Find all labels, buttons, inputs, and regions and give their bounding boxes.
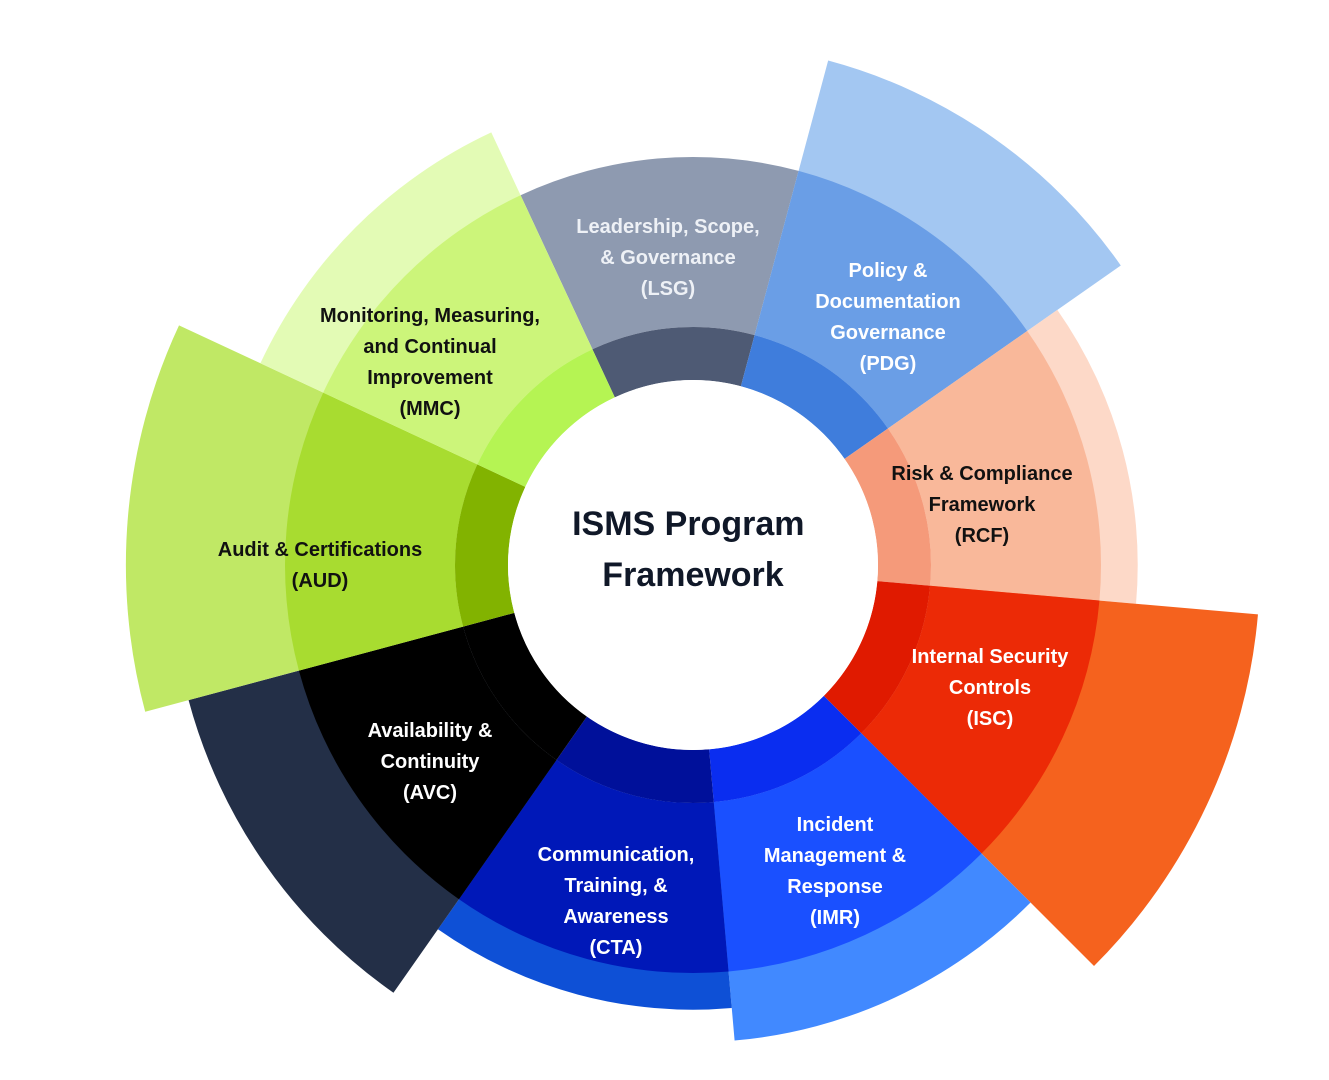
label-aud: Audit & Certifications (AUD) (218, 539, 422, 592)
label-line: Management & (764, 845, 906, 867)
sector-middle-rcf (887, 330, 1101, 601)
sector-middle-lsg (520, 157, 799, 350)
label-line: (MMC) (399, 398, 460, 420)
label-line: (AVC) (403, 782, 457, 804)
sector-inner-rcf (844, 428, 932, 586)
center-circle (508, 380, 878, 750)
sector-middle-pdg (754, 170, 1028, 429)
label-line: Controls (949, 677, 1031, 699)
label-line: Incident (797, 814, 874, 836)
label-line: Audit & Certifications (218, 539, 422, 561)
label-avc: Availability & Continuity (AVC) (368, 720, 493, 804)
label-line: Availability & (368, 720, 493, 742)
sector-middle-cta (458, 759, 729, 973)
center-title-line: Framework (602, 556, 783, 594)
label-line: Monitoring, Measuring, (320, 305, 540, 327)
sector-middle-avc (298, 626, 557, 900)
label-line: Training, & (564, 875, 667, 897)
label-line: (RCF) (955, 525, 1009, 547)
label-line: Internal Security (912, 646, 1070, 668)
sector-inner-cta (556, 716, 714, 803)
label-line: and Continual (363, 336, 496, 358)
label-line: Continuity (381, 751, 481, 773)
sector-inner-lsg (592, 327, 755, 398)
sector-middle-mmc (323, 195, 593, 465)
label-line: (CTA) (590, 937, 643, 959)
label-line: (AUD) (292, 570, 349, 592)
label-line: Communication, (538, 844, 695, 866)
label-line: Risk & Compliance (891, 463, 1072, 485)
sector-middle-imr (713, 733, 982, 972)
label-line: Response (787, 876, 883, 898)
center-title-line: ISMS Program (572, 505, 804, 543)
label-line: Policy & (849, 260, 928, 282)
center-title: ISMS Program Framework (572, 505, 814, 594)
label-line: (PDG) (860, 353, 917, 375)
sector-inner-avc (463, 612, 587, 760)
label-cta: Communication, Training, & Awareness (CTA) (538, 844, 695, 959)
sector-middle-aud (284, 392, 478, 671)
sector-inner-pdg (740, 335, 888, 459)
sector-inner-mmc (477, 349, 615, 487)
label-line: Improvement (367, 367, 493, 389)
label-line: (LSG) (641, 278, 695, 300)
label-line: (IMR) (810, 907, 860, 929)
label-lsg: Leadership, Scope, & Governance (LSG) (576, 216, 759, 300)
label-line: & Governance (600, 247, 736, 269)
sector-inner-imr (709, 695, 862, 803)
sector-inner-isc (823, 581, 931, 734)
label-line: Awareness (563, 906, 668, 928)
sector-middle-isc (861, 585, 1100, 854)
labels: Leadership, Scope, & Governance (LSG) Polic… (218, 216, 1073, 959)
label-line: Governance (830, 322, 946, 344)
sectors (125, 60, 1258, 1041)
label-line: Leadership, Scope, (576, 216, 759, 238)
label-line: Framework (929, 494, 1037, 516)
label-line: (ISC) (967, 708, 1014, 730)
label-line: Documentation (815, 291, 961, 313)
sector-inner-aud (455, 464, 526, 627)
